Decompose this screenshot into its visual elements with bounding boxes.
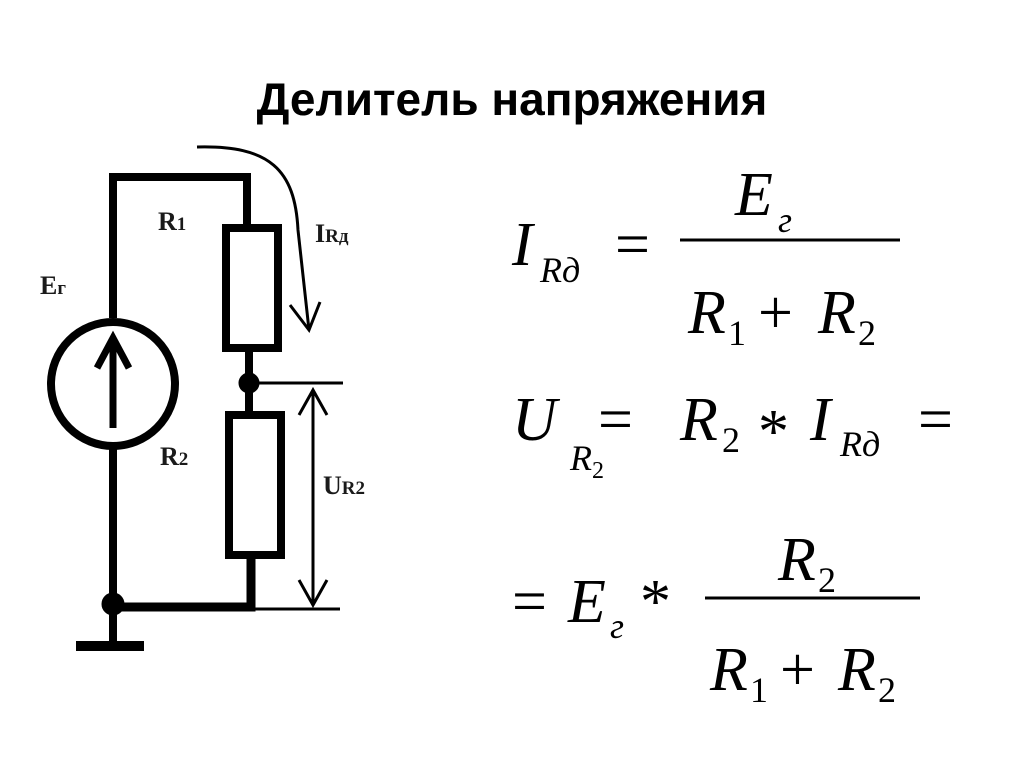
voltage-arrow-icon (297, 386, 329, 609)
f2-b: I (809, 386, 834, 454)
f2-times: * (758, 398, 789, 466)
f1-lhs: I (511, 211, 536, 279)
slide-title: Делитель напряжения (257, 73, 768, 125)
formula-current: I Rд = E г R 1 + R 2 (511, 161, 900, 353)
f3-a: E (567, 568, 606, 636)
f1-den-b: R (817, 279, 856, 347)
f2-lhs: U (512, 386, 561, 454)
f1-numerator-sub: г (778, 200, 792, 240)
r1-label: R1 (158, 207, 186, 236)
current-label-main: I (315, 219, 325, 248)
f1-den-a: R (687, 279, 726, 347)
f3-times: * (640, 568, 671, 636)
f3-den-b-sub: 2 (878, 670, 896, 710)
source-label: Eг (40, 271, 66, 300)
current-label-sub: Rд (325, 226, 349, 247)
r2-label-main: R (160, 442, 179, 471)
f3-den-a-sub: 1 (750, 670, 768, 710)
r2-label-sub: 2 (179, 449, 189, 470)
f3-numerator-sub: 2 (818, 560, 836, 600)
voltage-label-main: U (323, 471, 342, 500)
resistor-r1 (222, 224, 282, 352)
formula-voltage: U R 2 = R 2 * I Rд = (512, 386, 953, 484)
r2-label: R2 (160, 442, 188, 471)
f1-den-a-sub: 1 (728, 313, 746, 353)
f1-equals: = (615, 211, 650, 279)
f2-lhs-sub2: 2 (592, 458, 604, 484)
f1-den-b-sub: 2 (858, 313, 876, 353)
voltage-label: UR2 (323, 471, 365, 500)
top-wire (109, 173, 251, 318)
f3-a-sub: г (610, 606, 624, 646)
r1-label-main: R (158, 207, 177, 236)
f2-equals-2: = (918, 386, 953, 454)
f3-equals: = (512, 568, 547, 636)
circuit-diagram (47, 145, 343, 651)
ground-node-dot (101, 592, 125, 616)
source-label-main: E (40, 271, 57, 300)
f1-plus: + (758, 279, 793, 347)
f2-b-sub: Rд (839, 424, 880, 464)
f1-numerator: E (734, 161, 773, 229)
f2-a: R (679, 386, 718, 454)
resistor-r2 (225, 411, 285, 559)
f2-lhs-sub: R (569, 438, 592, 478)
voltage-source-icon (47, 318, 179, 450)
current-arrow-icon (196, 145, 322, 334)
formula-result: = E г * R 2 R 1 + R 2 (512, 526, 920, 710)
source-arrow-icon (93, 330, 133, 428)
r1-label-sub: 1 (177, 214, 187, 235)
current-label: IRд (315, 219, 349, 248)
f3-numerator: R (777, 526, 816, 594)
f2-a-sub: 2 (722, 420, 740, 460)
source-label-sub: г (57, 278, 66, 299)
f3-den-b: R (837, 636, 876, 704)
f1-lhs-sub: Rд (539, 250, 580, 290)
f3-plus: + (780, 636, 815, 704)
bottom-wire (113, 555, 256, 612)
circuit-labels: Eг R1 IRд R2 UR2 (40, 207, 365, 500)
voltage-label-sub: R2 (342, 478, 365, 499)
f3-den-a: R (709, 636, 748, 704)
f2-equals: = (598, 386, 633, 454)
